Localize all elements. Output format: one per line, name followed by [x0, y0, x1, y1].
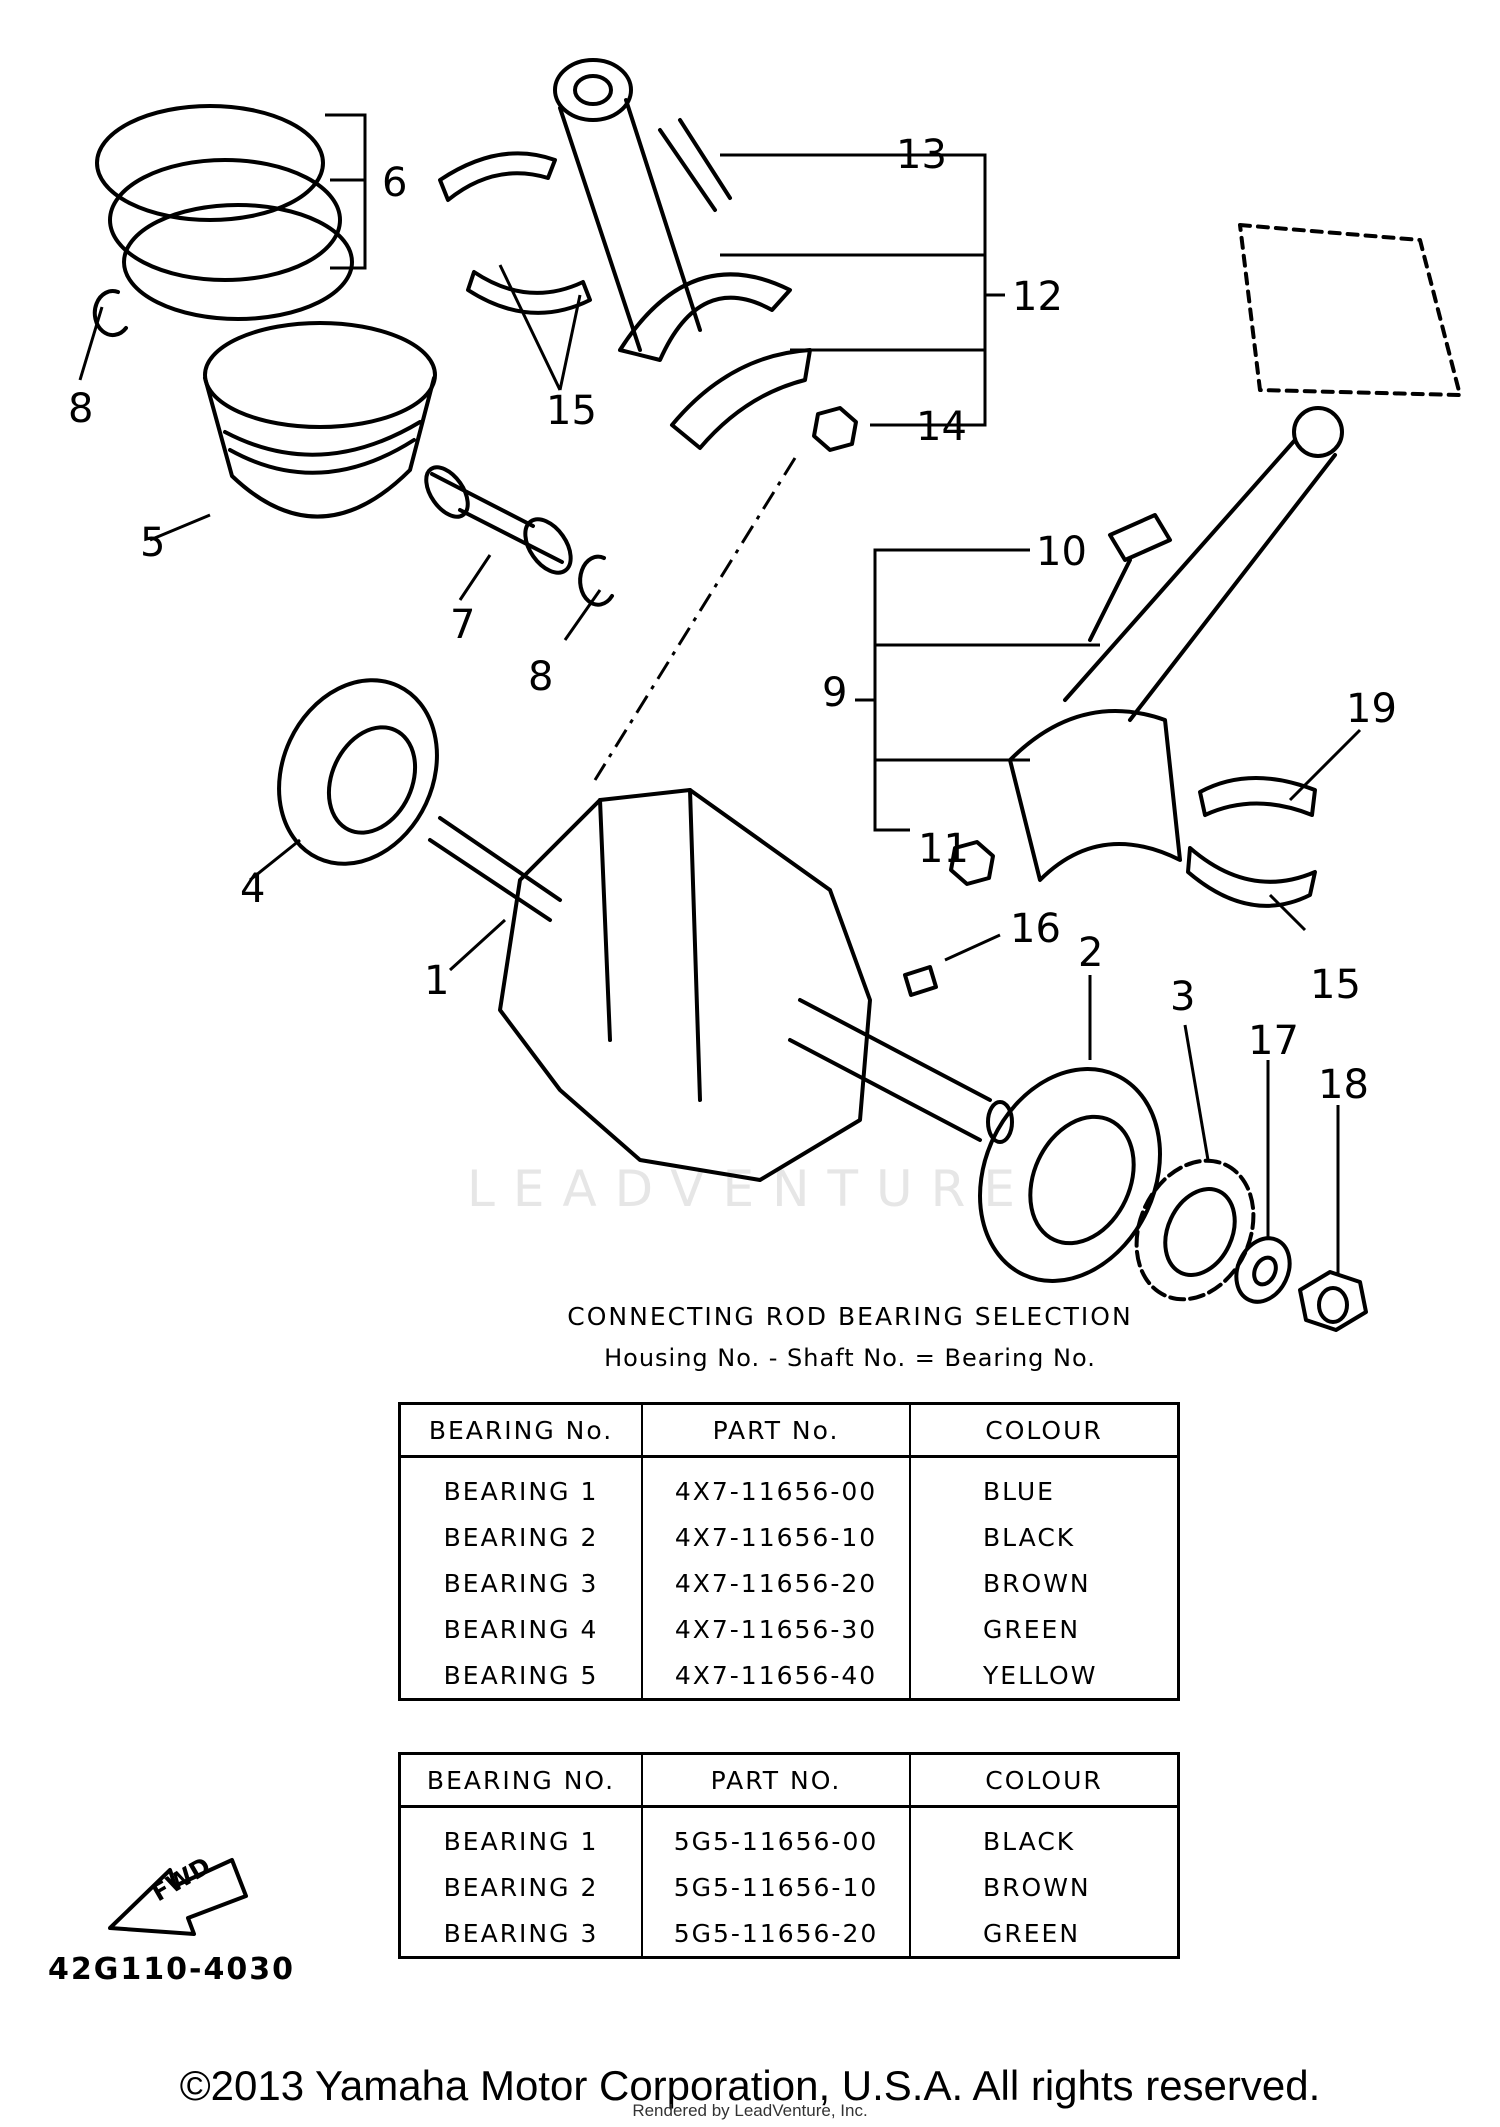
colour-cell: GREEN [983, 1918, 1081, 1948]
fwd-arrow-icon [108, 1858, 248, 1936]
callout-17: 17 [1248, 1018, 1299, 1064]
bearing-cell: BEARING 4 [399, 1606, 643, 1652]
column-header: BEARING No. [399, 1403, 643, 1458]
washer-part [1234, 1236, 1292, 1304]
diagram-code: 42G110-4030 [48, 1952, 295, 1987]
table-row: BEARING 4 4X7-11656-30 GREEN [399, 1606, 1179, 1652]
part-cell: 4X7-11656-40 [642, 1652, 911, 1700]
woodruff-key-part [903, 965, 938, 997]
table-row: BEARING 2 4X7-11656-10 BLACK [399, 1514, 1179, 1560]
bearing-shells-right-part [1186, 776, 1317, 908]
connecting-rod-right-part [1008, 223, 1462, 882]
colour-cell: BLACK [983, 1826, 1076, 1856]
rod-cap-part [670, 348, 812, 450]
bearing-cell: BEARING 1 [399, 1818, 643, 1864]
circlip-part-left [92, 289, 128, 338]
callout-4: 4 [240, 866, 265, 912]
part-cell: 4X7-11656-30 [642, 1606, 911, 1652]
part-cell: 4X7-11656-00 [642, 1468, 911, 1514]
column-header: PART NO. [642, 1753, 911, 1808]
table-row: BEARING 3 4X7-11656-20 BROWN [399, 1560, 1179, 1606]
piston-part [203, 321, 437, 519]
table-row: BEARING 5 4X7-11656-40 YELLOW [399, 1652, 1179, 1700]
colour-cell: BLUE [983, 1476, 1055, 1506]
callout-10: 10 [1036, 529, 1087, 575]
colour-cell: BROWN [983, 1872, 1091, 1902]
bearing-right-part [978, 1067, 1162, 1283]
bearing-table-2: BEARING NO. PART NO. COLOUR BEARING 1 5G… [398, 1752, 1180, 1959]
column-header: COLOUR [910, 1403, 1179, 1458]
selection-title: CONNECTING ROD BEARING SELECTION [567, 1302, 1133, 1331]
callout-11: 11 [918, 826, 969, 872]
sprocket-part [1134, 1158, 1256, 1302]
table-row: BEARING 1 5G5-11656-00 BLACK [399, 1818, 1179, 1864]
bearing-left-part [277, 678, 439, 866]
table-row: BEARING 2 5G5-11656-10 BROWN [399, 1864, 1179, 1910]
bearing-shells-upper-part [438, 151, 592, 315]
callout-8a: 8 [68, 386, 93, 432]
part-cell: 5G5-11656-10 [642, 1864, 911, 1910]
bearing-cell: BEARING 3 [399, 1560, 643, 1606]
column-header: BEARING NO. [399, 1753, 643, 1808]
piston-pin-part [424, 465, 573, 575]
callout-2: 2 [1078, 930, 1103, 976]
bearing-cell: BEARING 3 [399, 1910, 643, 1958]
callout-7: 7 [450, 602, 475, 648]
callout-6: 6 [382, 160, 407, 206]
colour-cell: BLACK [983, 1522, 1076, 1552]
callout-15b: 15 [1310, 962, 1361, 1008]
colour-cell: BROWN [983, 1568, 1091, 1598]
callout-18: 18 [1318, 1062, 1369, 1108]
callout-12: 12 [1012, 274, 1063, 320]
crankshaft-part [428, 788, 1014, 1182]
colour-cell: YELLOW [983, 1660, 1098, 1690]
callout-13: 13 [896, 132, 947, 178]
rendered-by-text: Rendered by LeadVenture, Inc. [632, 2101, 868, 2120]
table-row: BEARING 1 4X7-11656-00 BLUE [399, 1468, 1179, 1514]
callout-19: 19 [1346, 686, 1397, 732]
leader-lines [78, 113, 1362, 1275]
callout-1: 1 [424, 958, 449, 1004]
callout-8b: 8 [528, 654, 553, 700]
callout-15a: 15 [546, 388, 597, 434]
callout-16: 16 [1010, 906, 1061, 952]
column-header: PART No. [642, 1403, 911, 1458]
bearing-cell: BEARING 2 [399, 1864, 643, 1910]
part-cell: 5G5-11656-20 [642, 1910, 911, 1958]
piston-rings-part [95, 104, 354, 321]
column-header: COLOUR [910, 1753, 1179, 1808]
table-row: BEARING 3 5G5-11656-20 GREEN [399, 1910, 1179, 1958]
watermark: LEADVENTURE [467, 1160, 1033, 1218]
crank-nut-part [1298, 1270, 1368, 1332]
bearing-cell: BEARING 1 [399, 1468, 643, 1514]
rod-nut-part [812, 406, 858, 452]
selection-formula: Housing No. - Shaft No. = Bearing No. [604, 1344, 1096, 1372]
callout-3: 3 [1170, 974, 1195, 1020]
rod-bolt-part [658, 118, 732, 212]
bearing-table-1: BEARING No. PART No. COLOUR BEARING 1 4X… [398, 1402, 1180, 1701]
part-cell: 4X7-11656-10 [642, 1514, 911, 1560]
bearing-cell: BEARING 2 [399, 1514, 643, 1560]
callout-labels: 1 2 3 4 5 6 7 8 8 9 10 11 12 13 14 15 15… [68, 132, 1397, 1108]
cap-nut-part [949, 840, 995, 886]
part-cell: 4X7-11656-20 [642, 1560, 911, 1606]
part-cell: 5G5-11656-00 [642, 1818, 911, 1864]
bearing-cell: BEARING 5 [399, 1652, 643, 1700]
connecting-rod-upper-part [553, 58, 792, 362]
colour-cell: GREEN [983, 1614, 1081, 1644]
copyright-text: ©2013 Yamaha Motor Corporation, U.S.A. A… [179, 2062, 1321, 2109]
circlip-part-right [578, 554, 614, 607]
callout-5: 5 [140, 520, 165, 566]
fwd-label: FWD [147, 1852, 215, 1908]
callout-14: 14 [916, 404, 967, 450]
callout-9: 9 [822, 670, 847, 716]
